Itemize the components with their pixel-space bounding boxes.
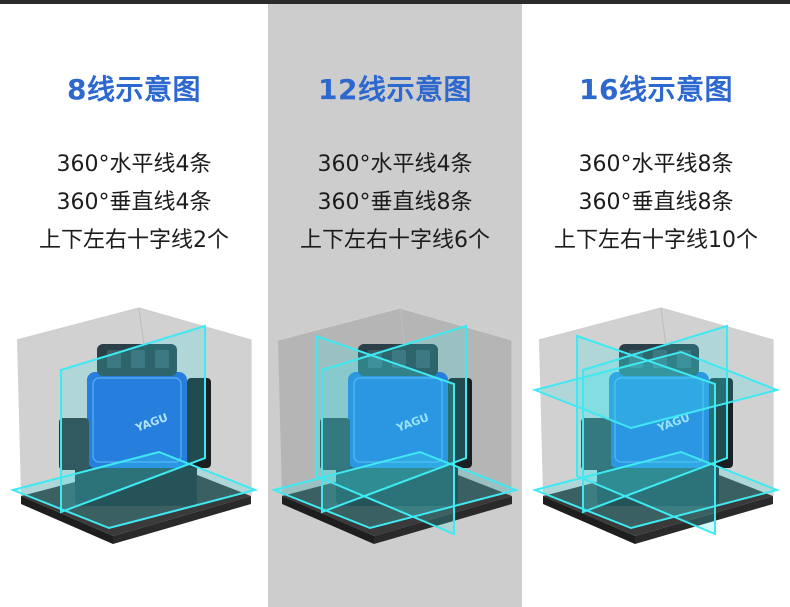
laser-window <box>155 350 169 368</box>
vertical-laser-plane <box>60 324 206 514</box>
base-plate-edge <box>21 496 113 544</box>
laser-diagram-12-line: YAGU <box>270 300 520 550</box>
laser-diagram-8-line: YAGU <box>9 300 259 550</box>
column-8-line: 8线示意图 360°水平线4条 360°垂直线4条 上下左右十字线2个 YAGU <box>0 4 268 607</box>
spec-vertical: 360°垂直线8条 <box>317 190 473 215</box>
device-face-frame <box>353 377 443 463</box>
horizontal-laser-plane <box>270 450 520 530</box>
base-plate-edge <box>635 496 773 544</box>
base-plate-edge <box>113 496 251 544</box>
laser-diagram-16-line: YAGU <box>531 300 781 550</box>
device-face-frame <box>614 377 704 463</box>
cube-edge <box>16 307 252 496</box>
cube-edge <box>538 307 774 496</box>
top-border <box>0 0 790 4</box>
laser-cube-svg: YAGU <box>270 307 520 544</box>
spec-vertical: 360°垂直线4条 <box>56 190 212 215</box>
spec-horizontal: 360°水平线4条 <box>56 152 212 177</box>
spec-cross: 上下左右十字线6个 <box>300 228 490 253</box>
column-title: 8线示意图 <box>67 73 201 106</box>
laser-window <box>416 350 430 368</box>
device-handle <box>320 418 350 470</box>
device-handle <box>581 418 611 470</box>
vertical-laser-plane <box>582 324 728 514</box>
column-12-line: 12线示意图 360°水平线4条 360°垂直线8条 上下左右十字线6个 YAG… <box>268 4 522 607</box>
column-title: 16线示意图 <box>579 73 733 106</box>
vertical-laser-plane <box>321 324 467 514</box>
device-handle <box>59 418 89 470</box>
cube-edge <box>277 307 513 496</box>
base-plate-edge <box>543 496 635 544</box>
vertical-laser-plane-side <box>576 334 716 536</box>
laser-cube-svg: YAGU <box>9 307 259 544</box>
column-title: 12线示意图 <box>318 73 472 106</box>
horizontal-laser-plane <box>531 450 781 530</box>
vertical-laser-plane-side <box>315 334 455 536</box>
spec-cross: 上下左右十字线10个 <box>554 228 758 253</box>
base-plate-edge <box>282 496 374 544</box>
column-16-line: 16线示意图 360°水平线8条 360°垂直线8条 上下左右十字线10个 YA… <box>522 4 790 607</box>
base-plate-edge <box>374 496 512 544</box>
device-body <box>87 372 187 468</box>
spec-horizontal: 360°水平线8条 <box>578 152 734 177</box>
horizontal-laser-plane-upper <box>531 350 781 430</box>
device-body <box>348 372 448 468</box>
spec-vertical: 360°垂直线8条 <box>578 190 734 215</box>
laser-cube-svg: YAGU <box>531 307 781 544</box>
spec-horizontal: 360°水平线4条 <box>317 152 473 177</box>
laser-window <box>131 350 145 368</box>
spec-cross: 上下左右十字线2个 <box>39 228 229 253</box>
horizontal-laser-plane <box>9 450 259 530</box>
device-face-frame <box>92 377 182 463</box>
